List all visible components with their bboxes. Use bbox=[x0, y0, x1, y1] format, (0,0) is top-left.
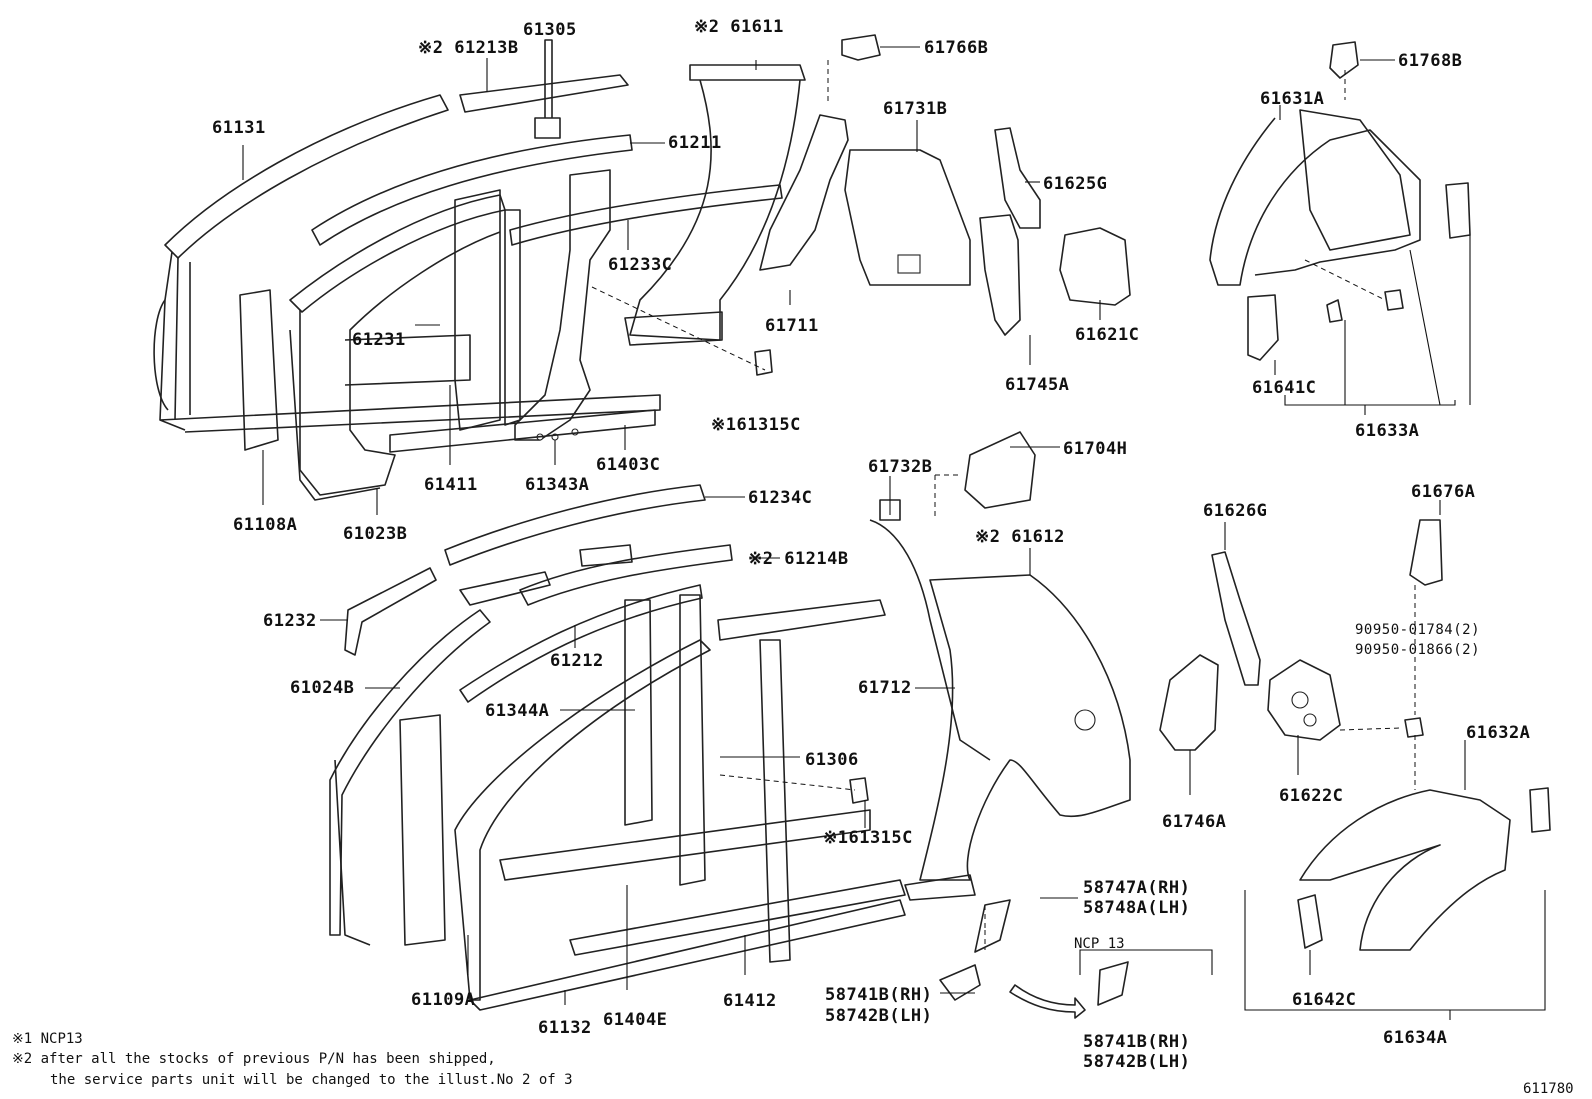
lower-quarter-panel-drawing bbox=[869, 431, 1551, 1019]
label-61612: ※2 61612 bbox=[975, 527, 1065, 547]
label-61611: ※2 61611 bbox=[694, 17, 784, 37]
label-61766B: 61766B bbox=[924, 38, 988, 58]
label-58741B-b: 58741B(RH) bbox=[1083, 1032, 1190, 1052]
label-ncp13-box: NCP 13 bbox=[1074, 936, 1125, 952]
label-61214B: ※2 61214B bbox=[748, 549, 849, 569]
label-61633A: 61633A bbox=[1355, 421, 1419, 441]
label-61305: 61305 bbox=[523, 20, 577, 40]
label-61745A: 61745A bbox=[1005, 375, 1069, 395]
label-61634A: 61634A bbox=[1383, 1028, 1447, 1048]
label-61768B: 61768B bbox=[1398, 51, 1462, 71]
label-61234C: 61234C bbox=[748, 488, 812, 508]
label-61132: 61132 bbox=[538, 1018, 592, 1038]
label-90950-01784: 90950-01784(2) bbox=[1355, 622, 1480, 638]
label-61676A: 61676A bbox=[1411, 482, 1475, 502]
label-58747A: 58747A(RH) bbox=[1083, 878, 1190, 898]
callout-labels: 61131 ※2 61213B 61305 ※2 61611 61766B 61… bbox=[212, 17, 1530, 1072]
figure-id: 611780 bbox=[1523, 1081, 1574, 1097]
label-61232: 61232 bbox=[263, 611, 317, 631]
footnote-2-line-1: ※2 after all the stocks of previous P/N … bbox=[12, 1051, 496, 1067]
label-61711: 61711 bbox=[765, 316, 819, 336]
footnote-2-line-2: the service parts unit will be changed t… bbox=[50, 1072, 573, 1088]
rear-wheelhouse-upper-drawing bbox=[1209, 41, 1471, 361]
label-61109A: 61109A bbox=[411, 990, 475, 1010]
label-61315C-top: ※161315C bbox=[711, 415, 801, 435]
label-61626G: 61626G bbox=[1203, 501, 1267, 521]
label-61732B: 61732B bbox=[868, 457, 932, 477]
label-61315C-bottom: ※161315C bbox=[823, 828, 913, 848]
label-61412: 61412 bbox=[723, 991, 777, 1011]
label-58748A: 58748A(LH) bbox=[1083, 898, 1190, 918]
label-90950-01866: 90950-01866(2) bbox=[1355, 642, 1480, 658]
label-58742B-a: 58742B(LH) bbox=[825, 1006, 932, 1026]
label-61642C: 61642C bbox=[1292, 990, 1356, 1010]
label-61213B: ※2 61213B bbox=[418, 38, 519, 58]
label-61631A: 61631A bbox=[1260, 89, 1324, 109]
label-61712: 61712 bbox=[858, 678, 912, 698]
label-61746A: 61746A bbox=[1162, 812, 1226, 832]
upper-side-panel-drawing bbox=[153, 34, 1131, 501]
footnotes: ※1 NCP13 ※2 after all the stocks of prev… bbox=[12, 1031, 1574, 1097]
label-61212: 61212 bbox=[550, 651, 604, 671]
label-61621C: 61621C bbox=[1075, 325, 1139, 345]
footnote-1: ※1 NCP13 bbox=[12, 1031, 83, 1047]
label-61625G: 61625G bbox=[1043, 174, 1107, 194]
label-61306: 61306 bbox=[805, 750, 859, 770]
leader-lines bbox=[242, 46, 1546, 1020]
label-61731B: 61731B bbox=[883, 99, 947, 119]
label-61233C: 61233C bbox=[608, 255, 672, 275]
label-61632A: 61632A bbox=[1466, 723, 1530, 743]
label-61411: 61411 bbox=[424, 475, 478, 495]
label-61403C: 61403C bbox=[596, 455, 660, 475]
label-61404E: 61404E bbox=[603, 1010, 667, 1030]
label-61211: 61211 bbox=[668, 133, 722, 153]
label-61344A: 61344A bbox=[485, 701, 549, 721]
label-61108A: 61108A bbox=[233, 515, 297, 535]
lower-side-panel-drawing bbox=[329, 484, 906, 1011]
label-61704H: 61704H bbox=[1063, 439, 1127, 459]
label-61131: 61131 bbox=[212, 118, 266, 138]
label-58741B-a: 58741B(RH) bbox=[825, 985, 932, 1005]
label-61641C: 61641C bbox=[1252, 378, 1316, 398]
label-61343A: 61343A bbox=[525, 475, 589, 495]
label-61024B: 61024B bbox=[290, 678, 354, 698]
label-58742B-b: 58742B(LH) bbox=[1083, 1052, 1190, 1072]
label-61622C: 61622C bbox=[1279, 786, 1343, 806]
label-61023B: 61023B bbox=[343, 524, 407, 544]
label-61231: 61231 bbox=[352, 330, 406, 350]
